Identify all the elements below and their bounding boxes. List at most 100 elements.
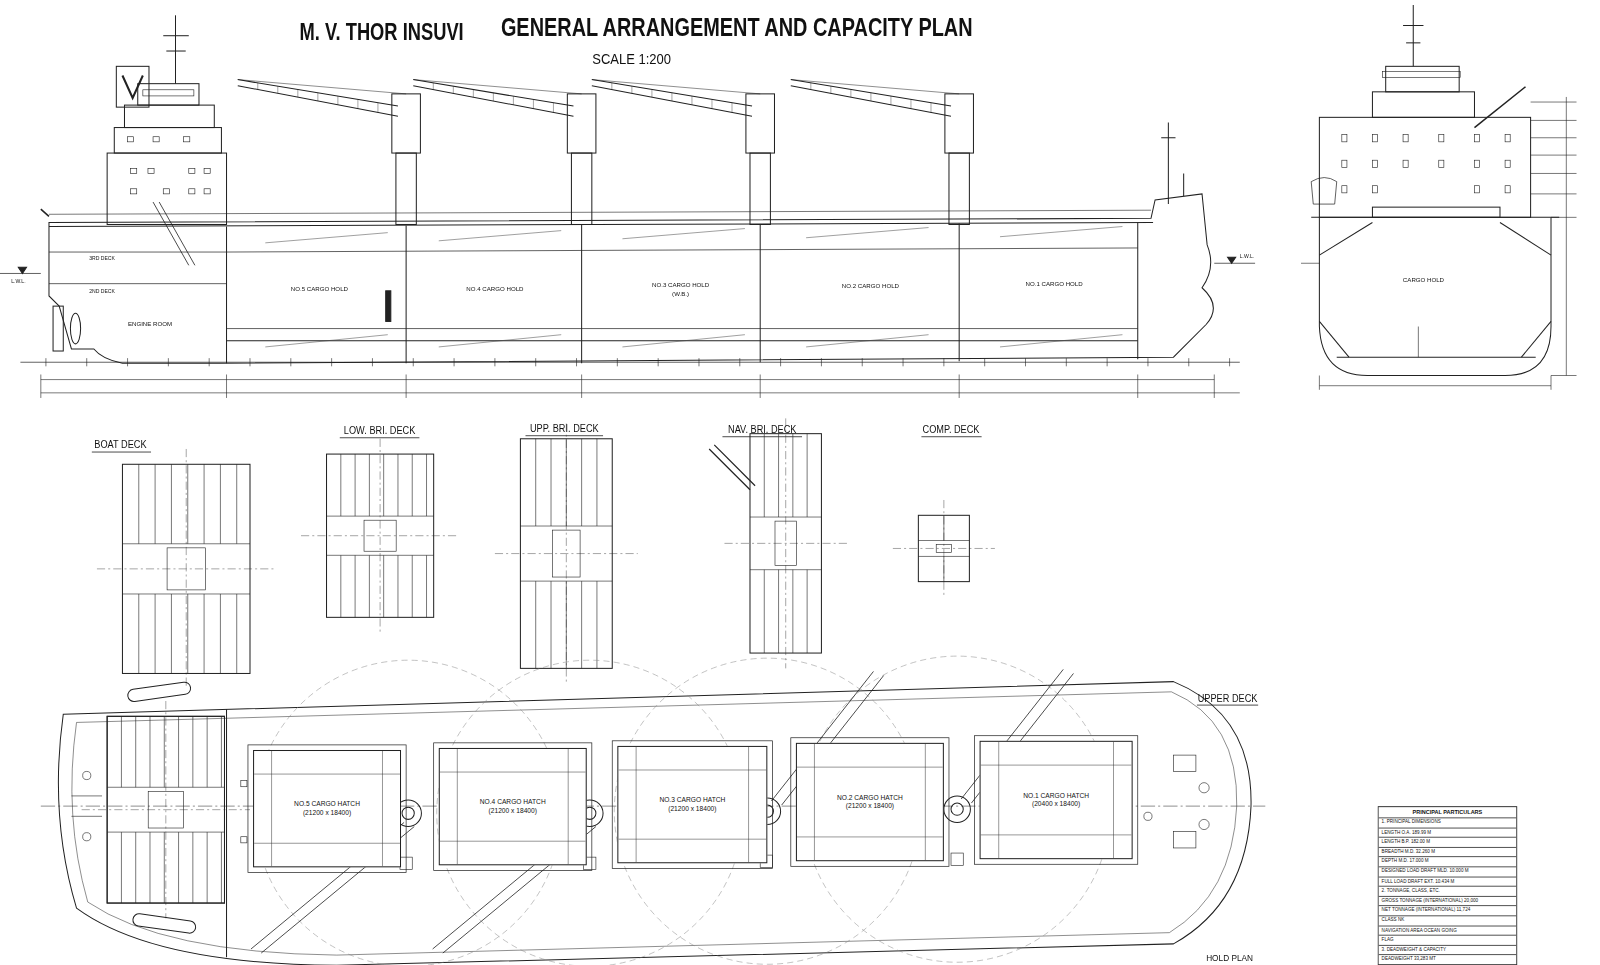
panel-line (636, 747, 637, 862)
hatch-coaming (434, 743, 592, 871)
frame-tick (535, 358, 536, 366)
partition (178, 716, 179, 787)
frame-tick (617, 358, 618, 366)
frame-tick (1066, 358, 1067, 366)
frame-tick (249, 358, 250, 366)
frame-tick (943, 358, 944, 366)
partition (551, 439, 552, 526)
crane-lattice (453, 86, 454, 93)
frame-tick (86, 358, 87, 366)
partition (164, 832, 165, 903)
partition (412, 555, 413, 617)
table-row: 1. PRINCIPAL DIMENSIONS (1379, 818, 1517, 828)
crane-post (571, 153, 591, 224)
partition (581, 439, 582, 526)
hold-label: CARGO HOLD (1403, 277, 1444, 284)
crane-wire (413, 80, 581, 94)
centerline (893, 548, 995, 549)
partition (178, 832, 179, 903)
crane-house (567, 94, 596, 153)
hatch-name: NO.3 CARGO HATCH (658, 796, 726, 804)
table-row: FULL LOAD DRAFT EXT. 10.434 M (1379, 877, 1517, 887)
partition (149, 716, 150, 787)
partition (192, 716, 193, 787)
dim-tick (1137, 374, 1138, 397)
dim-tick (406, 374, 407, 397)
partition (187, 594, 188, 673)
partition (397, 454, 398, 516)
crane-house (392, 94, 421, 153)
partition (220, 594, 221, 673)
table-row: NAVIGATION AREA OCEAN GOING (1379, 926, 1517, 936)
table-row: LENGTH B.P. 182.00 M (1379, 838, 1517, 848)
frame-tick (1025, 358, 1026, 366)
frame-tick (1188, 358, 1189, 366)
frame-tick (1147, 358, 1148, 366)
partition (236, 594, 237, 673)
frame-tick (127, 358, 128, 366)
partition (792, 570, 793, 653)
cargo-hatch: NO.4 CARGO HATCH(21200 x 18400) (439, 748, 587, 865)
hatch-size: (21200 x 18400) (302, 809, 352, 817)
partition (535, 439, 536, 526)
frame-tick (494, 358, 495, 366)
crane-house (746, 94, 775, 153)
partition (807, 570, 808, 653)
partition (192, 832, 193, 903)
dim-tick (226, 374, 227, 397)
panel-line (981, 765, 1132, 766)
crane-lattice (317, 93, 318, 101)
frame-tick (984, 358, 985, 366)
crane-lattice (513, 96, 514, 105)
partition (426, 454, 427, 516)
hatch-name: NO.1 CARGO HATCH (1022, 792, 1090, 800)
crane-lattice (631, 86, 632, 93)
partition (355, 555, 356, 617)
frame-tick (576, 358, 577, 366)
crane-lattice (850, 90, 851, 98)
plan-title: COMP. DECK (923, 424, 980, 435)
table-heading: PRINCIPAL PARTICULARS (1379, 807, 1517, 818)
panel-line (998, 742, 999, 858)
partition (204, 464, 205, 543)
corridor (122, 593, 250, 594)
crane-lattice (553, 103, 554, 113)
crane-lattice (910, 99, 911, 108)
space-label: ENGINE ROOM (128, 321, 172, 328)
crane-lattice (297, 90, 298, 98)
crane-lattice (732, 103, 733, 113)
partition (171, 594, 172, 673)
waterline-label: L.W.L. (11, 279, 25, 285)
centerline (186, 449, 187, 689)
hold-label: NO.1 CARGO HOLD (1025, 281, 1082, 288)
frame-tick (903, 358, 904, 366)
panel-line (254, 774, 400, 775)
dim-tick (1214, 374, 1215, 397)
table-row: DEADWEIGHT 33,283 MT (1379, 955, 1517, 965)
crane-jib (714, 445, 755, 486)
crane-lattice (257, 83, 258, 90)
particulars-table: PRINCIPAL PARTICULARS1. PRINCIPAL DIMENS… (1378, 806, 1518, 965)
frame-tick (331, 358, 332, 366)
hatch-coaming (612, 741, 772, 869)
partition (135, 832, 136, 903)
crane-lattice (337, 96, 338, 105)
table-row: BREADTH M.D. 32.260 M (1379, 848, 1517, 858)
partition (792, 434, 793, 517)
hold-label: NO.2 CARGO HOLD (842, 283, 899, 290)
partition (207, 716, 208, 787)
drawing-title: GENERAL ARRANGEMENT AND CAPACITY PLAN (501, 14, 973, 42)
deck-label: 2ND DECK (89, 289, 115, 295)
partition (412, 454, 413, 516)
partition (121, 716, 122, 787)
crane-lattice (890, 96, 891, 105)
crane-jib (238, 80, 398, 107)
partition (149, 832, 150, 903)
partition (778, 570, 779, 653)
dim-tick (760, 374, 761, 397)
panel-line (797, 836, 943, 837)
crane-lattice (651, 90, 652, 98)
hatch-name: NO.4 CARGO HATCH (479, 798, 547, 806)
partition (369, 454, 370, 516)
crane-lattice (711, 99, 712, 108)
